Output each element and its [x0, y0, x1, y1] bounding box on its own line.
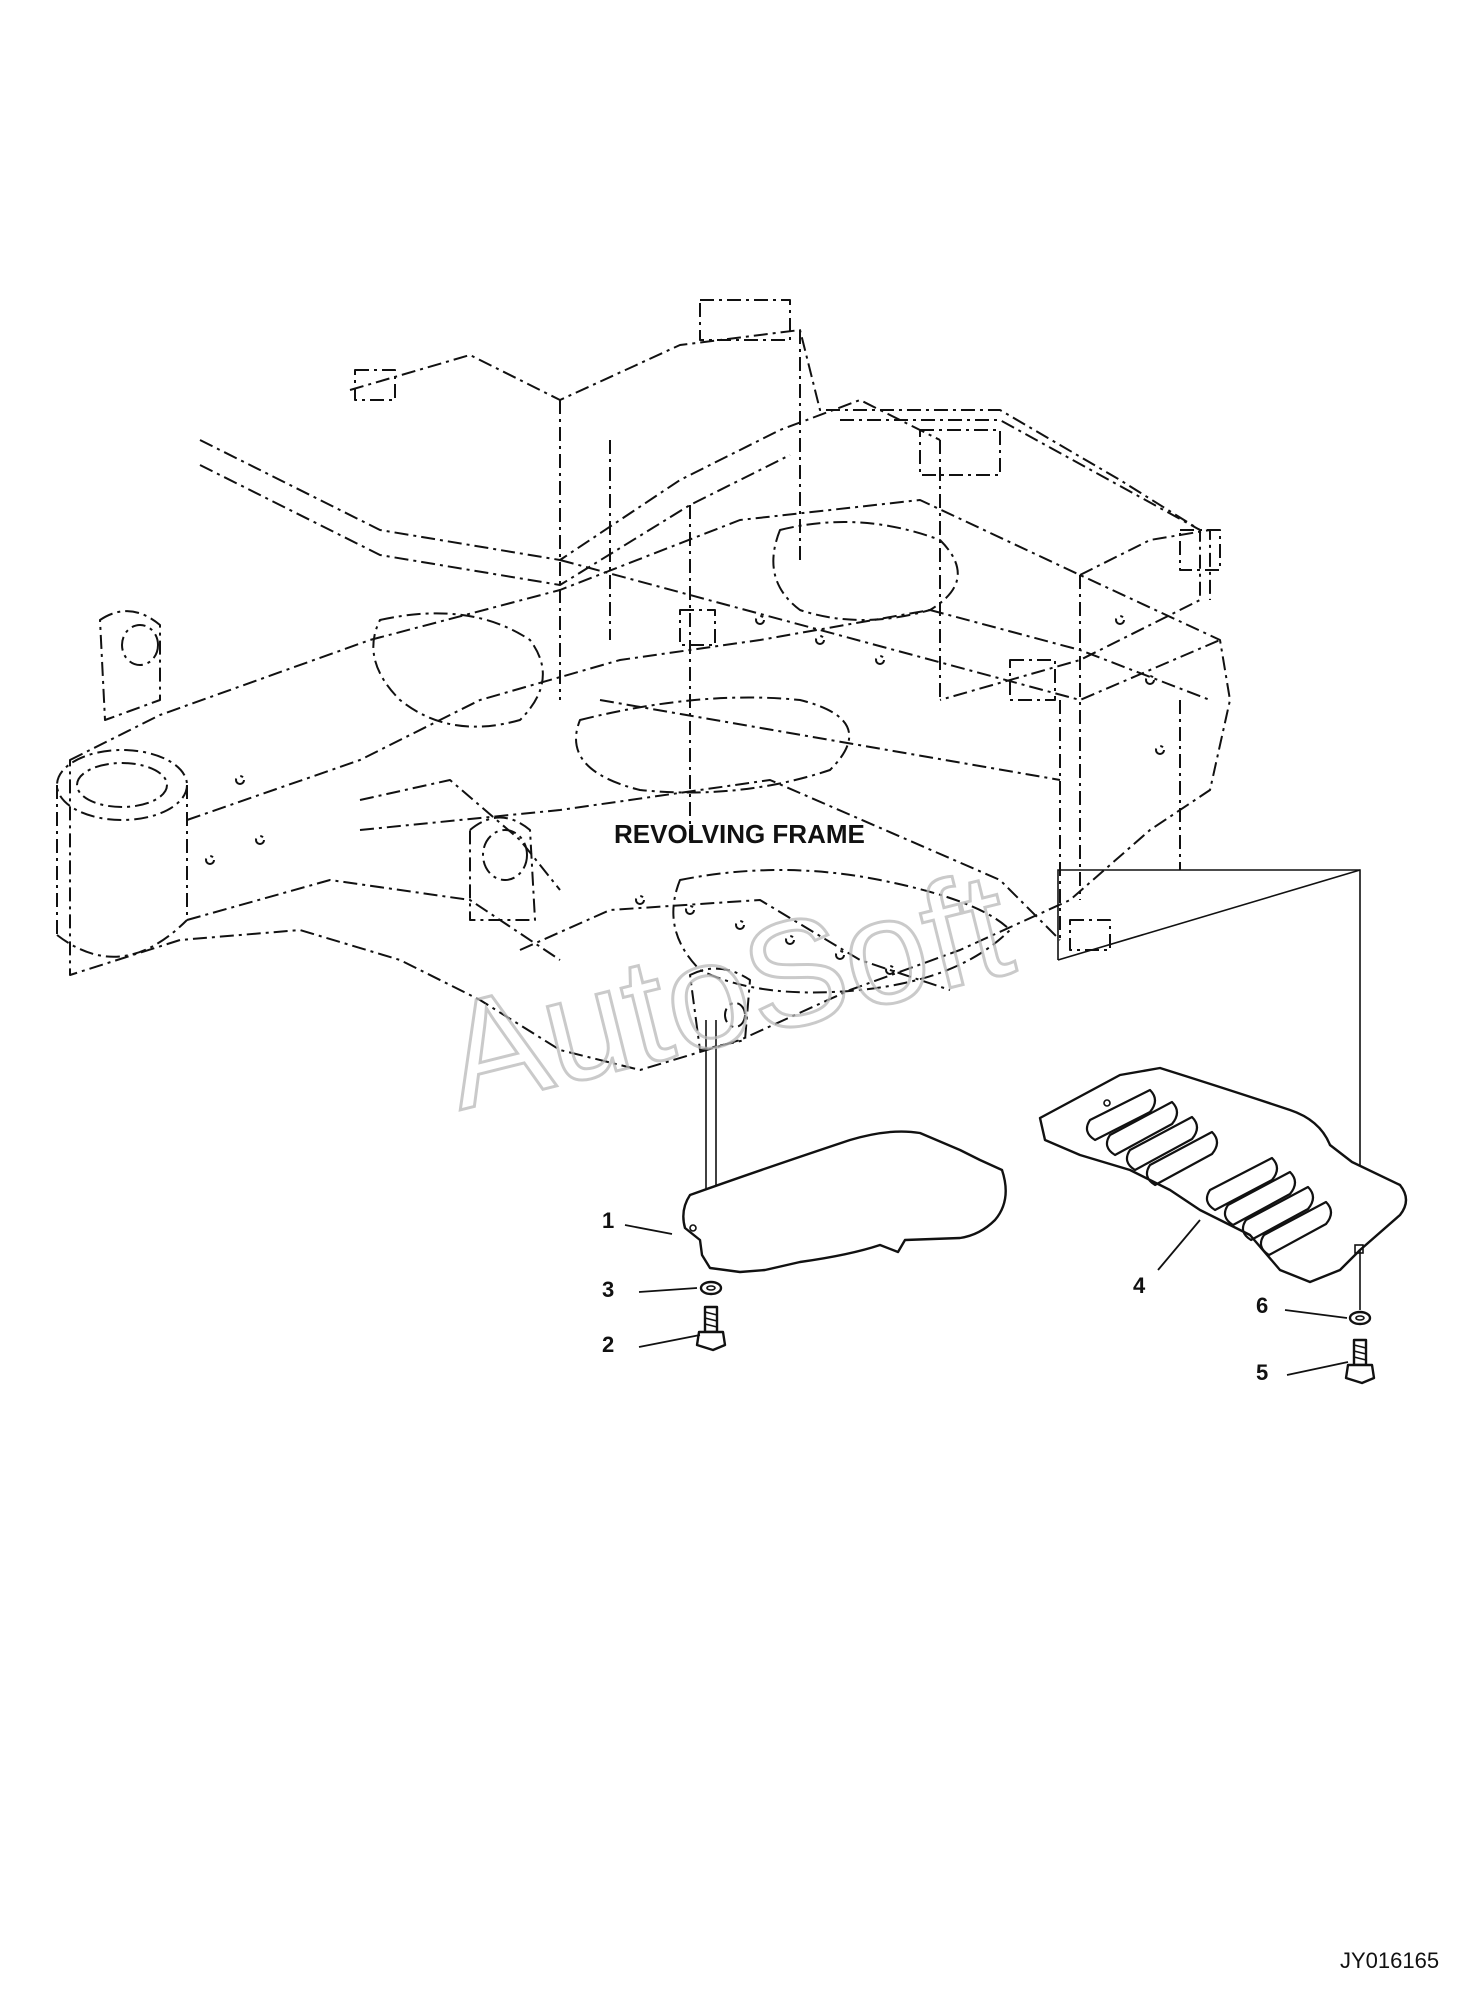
- washer-3: [699, 1280, 723, 1296]
- plate-hole: [689, 1224, 697, 1232]
- bolt-2: [695, 1305, 727, 1352]
- revolving-frame-label: REVOLVING FRAME: [614, 819, 865, 849]
- leader-lines: [624, 1219, 1349, 1376]
- undercover-plate: [682, 1130, 1007, 1274]
- louvered-undercover: [1038, 1066, 1408, 1284]
- callout-2: 2: [602, 1332, 614, 1357]
- drawing-number: JY016165: [1340, 1948, 1439, 1973]
- watermark: AutoSoft: [427, 839, 1026, 1141]
- callout-1: 1: [602, 1208, 614, 1233]
- callout-4: 4: [1133, 1273, 1146, 1298]
- callout-6: 6: [1256, 1293, 1268, 1318]
- callout-3: 3: [602, 1277, 614, 1302]
- callout-5: 5: [1256, 1360, 1268, 1385]
- revolving-frame-outline: [56, 299, 1231, 1071]
- washer-6: [1348, 1310, 1372, 1326]
- bolt-5: [1344, 1338, 1376, 1385]
